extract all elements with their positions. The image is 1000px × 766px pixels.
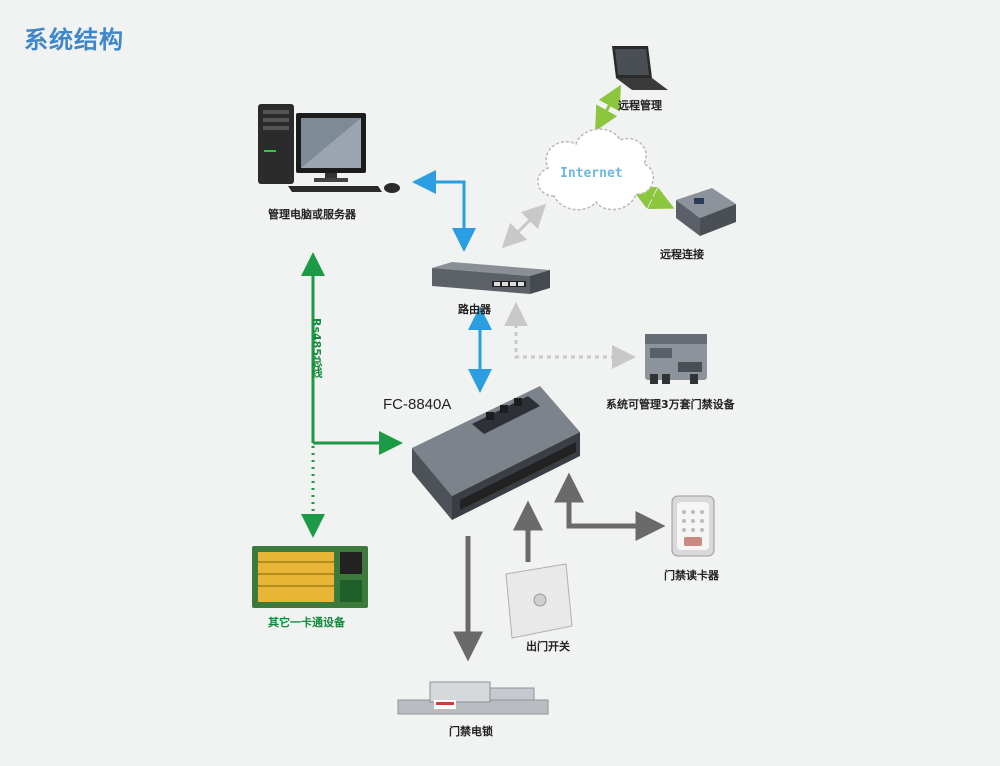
computer-icon [258,104,400,193]
link-router-more-devices [504,302,636,369]
other-devices-label: 其它一卡通设备 [268,616,345,629]
remote-manage-label: 远程管理 [618,99,662,112]
link-router-internet [501,203,547,249]
computer-label: 管理电脑或服务器 [268,208,356,221]
controller-model-label: FC-8840A [383,396,452,413]
internet-label: Internet [560,166,623,181]
remote-connect-label: 远程连接 [660,248,704,261]
exit-switch-icon [505,563,573,639]
link-controller-reader [554,472,666,541]
more-devices-icon [645,334,707,384]
rs485-label: Rs485总线 [310,318,323,378]
link-computer-router [412,170,476,252]
router-icon [432,262,550,294]
router-label: 路由器 [458,303,491,316]
link-internet-laptop [595,84,621,132]
capacity-label: 系统可管理3万套门禁设备 [606,398,735,411]
controller-board-icon [412,386,580,520]
other-devices-icon [252,546,368,608]
laptop-icon [612,46,668,90]
internet-cloud-icon [537,128,654,211]
door-lock-label: 门禁电锁 [449,725,493,738]
page-title: 系统结构 [24,26,124,54]
card-reader-icon [671,495,715,557]
card-reader-label: 门禁读卡器 [664,569,719,582]
exit-switch-label: 出门开关 [526,640,570,653]
remote-device-icon [676,188,736,236]
door-lock-icon [397,681,549,715]
